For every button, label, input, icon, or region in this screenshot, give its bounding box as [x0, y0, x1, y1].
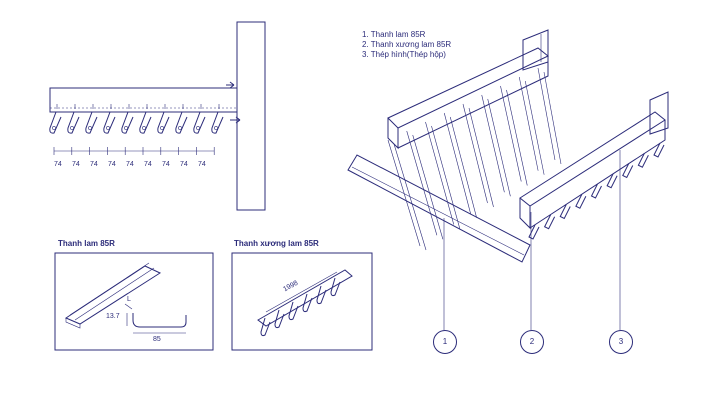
clip-hole: [52, 126, 56, 130]
spacing-label: 74: [198, 161, 206, 168]
iso-slat: [387, 139, 421, 247]
detail-left-title: Thanh lam 85R: [58, 239, 115, 248]
arrow-bottom: [230, 116, 241, 124]
iso-slat-edge: [524, 80, 545, 175]
dim-height: 13.7: [106, 313, 120, 320]
spacing-label: 74: [108, 161, 116, 168]
iso-slat: [518, 76, 539, 171]
clip-hole: [124, 126, 128, 130]
loose-slat: [347, 154, 531, 263]
clip-hole: [142, 126, 146, 130]
iso-slat: [425, 121, 455, 225]
slat-clip: [67, 111, 80, 134]
clip-hole: [196, 126, 200, 130]
iso-slat-edge: [412, 134, 444, 240]
iso-clip: [559, 204, 571, 220]
clip-hole: [160, 126, 164, 130]
clip-hole: [214, 126, 218, 130]
small-clip: [260, 317, 271, 337]
small-clip: [330, 277, 341, 297]
iso-slat: [462, 103, 488, 204]
spacing-label: 74: [162, 161, 170, 168]
top-rail: [49, 87, 238, 113]
iso-slat-edge: [431, 125, 461, 229]
detail-box-right: [231, 252, 373, 351]
spacing-label: 74: [54, 161, 62, 168]
slat-clip: [157, 111, 170, 134]
iso-clip: [575, 194, 587, 209]
slat-clip: [85, 111, 98, 134]
small-clip: [288, 301, 299, 321]
slat-clip: [49, 111, 62, 134]
wall: [236, 21, 266, 211]
spacing-label: 74: [144, 161, 152, 168]
back-bracket: [522, 29, 549, 71]
dim-width: 85: [153, 336, 161, 343]
isometric-view: [347, 29, 669, 330]
slat-clip: [211, 111, 224, 134]
front-bracket: [649, 91, 669, 135]
spacing-label: 74: [90, 161, 98, 168]
iso-slat: [406, 130, 438, 236]
clip-hole: [178, 126, 182, 130]
legend-item-2: 2. Thanh xương lam 85R: [362, 40, 452, 49]
clip-hole: [70, 126, 74, 130]
iso-clip: [653, 142, 665, 158]
iso-slat-edge: [506, 89, 528, 186]
small-clip: [302, 293, 313, 313]
slat-clips: [49, 104, 224, 134]
small-clip: [316, 285, 327, 305]
slat-clip: [193, 111, 206, 134]
legend-item-1: 1. Thanh lam 85R: [362, 30, 426, 39]
clip-hole: [88, 126, 92, 130]
callout-3: 3: [609, 330, 633, 354]
iso-clip: [637, 153, 649, 168]
slat-clip: [139, 111, 152, 134]
iso-clip: [606, 173, 618, 189]
clip-hole: [106, 126, 110, 130]
small-clip: [274, 309, 285, 329]
slat-clip: [103, 111, 116, 134]
iso-slat: [443, 112, 471, 214]
dim-l: L: [127, 296, 131, 303]
iso-slat-edge: [543, 71, 562, 165]
elevation-view: [49, 21, 266, 211]
slat-clip: [121, 111, 134, 134]
iso-clip: [622, 163, 634, 179]
front-beam: [519, 111, 666, 207]
iso-slat: [481, 94, 505, 193]
legend-item-3: 3. Thép hình(Thép hộp): [362, 50, 446, 59]
detail-box-left: [54, 252, 214, 351]
dimension-ticks: [53, 147, 215, 155]
iso-slat-edge: [449, 116, 477, 218]
iso-slat: [500, 85, 522, 182]
small-clips: [260, 277, 341, 337]
slat-clip: [175, 111, 188, 134]
arrow-top: [226, 81, 235, 89]
callout-1: 1: [433, 330, 457, 354]
detail-right-title: Thanh xương lam 85R: [234, 239, 319, 248]
callout-2: 2: [520, 330, 544, 354]
iso-slats: [387, 67, 562, 251]
spacing-label: 74: [72, 161, 80, 168]
iso-clip: [590, 183, 602, 199]
iso-clips: [528, 142, 665, 240]
iso-clip: [543, 214, 556, 230]
iso-slat-edge: [487, 98, 511, 197]
iso-slat: [537, 67, 556, 161]
spacing-label: 74: [126, 161, 134, 168]
iso-slat-edge: [468, 107, 494, 208]
spacing-label: 74: [180, 161, 188, 168]
